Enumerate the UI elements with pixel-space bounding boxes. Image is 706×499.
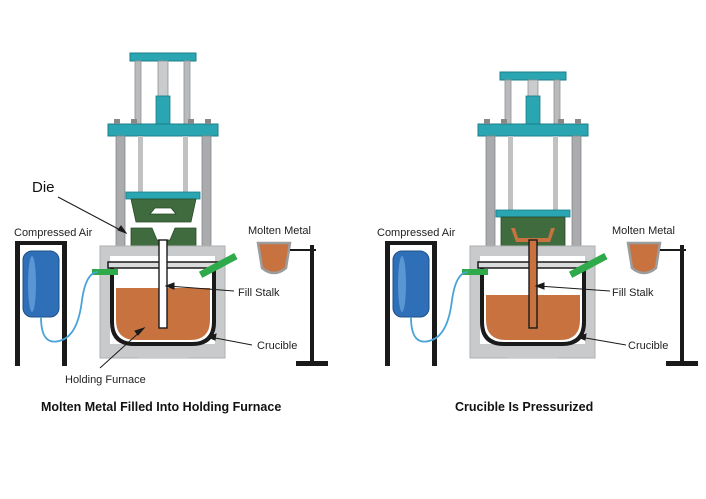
tank-stand-left — [385, 241, 390, 366]
upper-die — [130, 198, 197, 223]
platen-bolt-r2 — [575, 119, 581, 124]
platen-bolt-l2 — [501, 119, 507, 124]
right-machine — [462, 71, 608, 359]
post-left — [115, 135, 126, 261]
post-inner-left — [138, 136, 143, 196]
frame-base — [508, 344, 558, 358]
guide-rod-right — [183, 60, 191, 126]
label-crucible-right: Crucible — [628, 340, 668, 352]
left-air-tank — [15, 241, 99, 366]
frame-base — [138, 344, 188, 358]
ram-rod — [157, 60, 169, 97]
ladle-cup — [256, 241, 292, 275]
tank-stand-top — [15, 241, 67, 245]
ladle-base — [666, 361, 698, 366]
platen-bolt-r2 — [205, 119, 211, 124]
crucible — [110, 266, 216, 346]
post-inner-right — [183, 136, 188, 196]
top-cap — [129, 52, 197, 62]
post-left — [485, 135, 496, 261]
label-molten-metal-right: Molten Metal — [612, 225, 675, 237]
platen-bolt-r1 — [188, 119, 194, 124]
tank-stand-left — [15, 241, 20, 366]
ladle-post — [310, 245, 314, 363]
air-inlet-valve — [462, 269, 488, 275]
crucible — [480, 266, 586, 346]
post-inner-left — [508, 136, 513, 210]
die-cavity-filled — [511, 228, 555, 242]
left-machine — [92, 52, 238, 359]
post-right — [571, 135, 582, 261]
platen-bolt-l2 — [131, 119, 137, 124]
tank-stand-top — [385, 241, 437, 245]
left-callouts — [57, 196, 253, 369]
air-hose — [40, 271, 99, 343]
top-cap — [499, 71, 567, 81]
ram-rod — [527, 79, 539, 97]
ladle-base — [296, 361, 328, 366]
right-ladle — [626, 241, 698, 366]
label-holding-furnace: Holding Furnace — [65, 374, 146, 386]
guide-rod-right — [553, 79, 561, 126]
air-inlet-valve — [92, 269, 118, 275]
tank-highlight — [28, 256, 36, 312]
tank-highlight — [398, 256, 406, 312]
guide-rod-left — [504, 79, 512, 126]
caption-left: Molten Metal Filled Into Holding Furnace — [41, 400, 281, 414]
right-callouts — [534, 282, 627, 346]
left-ladle — [256, 241, 328, 366]
upper-platen — [107, 123, 219, 137]
label-compressed-air-left: Compressed Air — [14, 227, 93, 239]
ladle-post — [680, 245, 684, 363]
platen-bolt-r1 — [558, 119, 564, 124]
ram-piston — [525, 95, 541, 125]
tank-stand-right — [62, 241, 67, 366]
metal-inlet-spout — [568, 252, 608, 278]
guide-rod-left — [134, 60, 142, 126]
upper-platen — [477, 123, 589, 137]
platen-bolt-l1 — [484, 119, 490, 124]
fill-stalk-filled — [528, 239, 538, 329]
label-crucible-left: Crucible — [257, 340, 297, 352]
label-compressed-air-right: Compressed Air — [377, 227, 456, 239]
post-inner-right — [553, 136, 558, 210]
moving-plate — [495, 209, 571, 218]
air-hose — [410, 271, 469, 343]
right-air-tank — [385, 241, 469, 366]
moving-plate — [125, 191, 201, 200]
label-die: Die — [32, 179, 55, 196]
label-fill-stalk-left: Fill Stalk — [238, 287, 280, 299]
label-fill-stalk-right: Fill Stalk — [612, 287, 654, 299]
fill-stalk — [158, 239, 168, 329]
caption-right: Crucible Is Pressurized — [455, 400, 593, 414]
metal-inlet-spout — [198, 252, 238, 278]
label-molten-metal-left: Molten Metal — [248, 225, 311, 237]
ram-piston — [155, 95, 171, 125]
tank-stand-right — [432, 241, 437, 366]
ladle-cup — [626, 241, 662, 275]
post-right — [201, 135, 212, 261]
platen-bolt-l1 — [114, 119, 120, 124]
